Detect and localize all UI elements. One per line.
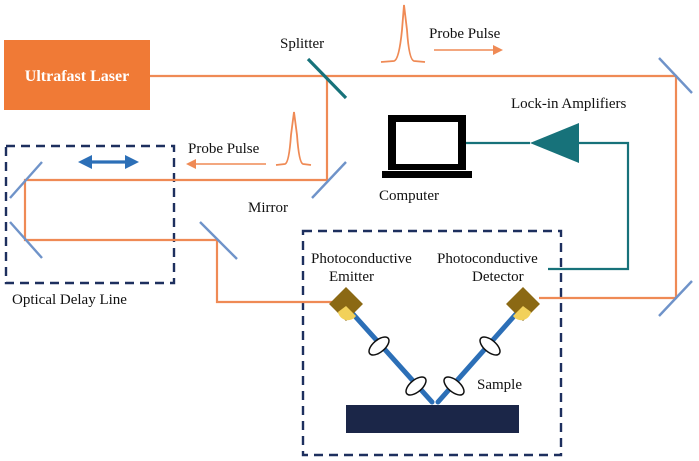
laser-label: Ultrafast Laser [25, 68, 129, 85]
probe-arrow-top [434, 45, 503, 55]
emitter-antenna [329, 287, 363, 321]
mirror-bottom-right [658, 280, 693, 317]
double-arrow-icon [78, 155, 139, 169]
lockin-label: Lock-in Amplifiers [511, 96, 627, 112]
probe-arrow-left [186, 159, 266, 169]
sample-label: Sample [477, 377, 522, 393]
lens-detector-upper [479, 336, 501, 356]
lens-detector-lower [443, 376, 465, 396]
mirror-center [311, 161, 347, 199]
detector-antenna [506, 287, 540, 321]
detection-box [301, 229, 563, 457]
splitter-mirror [306, 57, 348, 100]
probe-pulse-left-label: Probe Pulse [188, 141, 260, 157]
computer-label: Computer [379, 188, 439, 204]
mirror-label: Mirror [248, 200, 288, 216]
lens-emitter-lower [405, 376, 427, 396]
probe-pulse-top-label: Probe Pulse [429, 26, 501, 42]
sample-block [346, 405, 519, 433]
detector-label-line1: Photoconductive [437, 251, 538, 267]
mirror-delay-bottom [9, 221, 43, 259]
main-beam-path [150, 74, 678, 300]
delay-line-label: Optical Delay Line [12, 292, 127, 308]
emitter-label-line1: Photoconductive [311, 251, 412, 267]
mirror-top-right [658, 57, 693, 94]
signal-line [548, 141, 630, 271]
monitor-icon [382, 115, 472, 178]
mirror-delay-top [9, 161, 43, 199]
lens-emitter-upper [368, 336, 390, 356]
detector-label-line2: Detector [472, 269, 524, 285]
emitter-label-line2: Emitter [329, 269, 374, 285]
mirror-lower-left [199, 221, 238, 260]
probe-pulse-top [380, 4, 426, 63]
amplifier-triangle-icon [530, 123, 579, 163]
probe-pulse-left [275, 111, 312, 166]
splitter-label: Splitter [280, 36, 324, 52]
laser-box [4, 40, 150, 110]
delay-line-box [4, 144, 176, 285]
